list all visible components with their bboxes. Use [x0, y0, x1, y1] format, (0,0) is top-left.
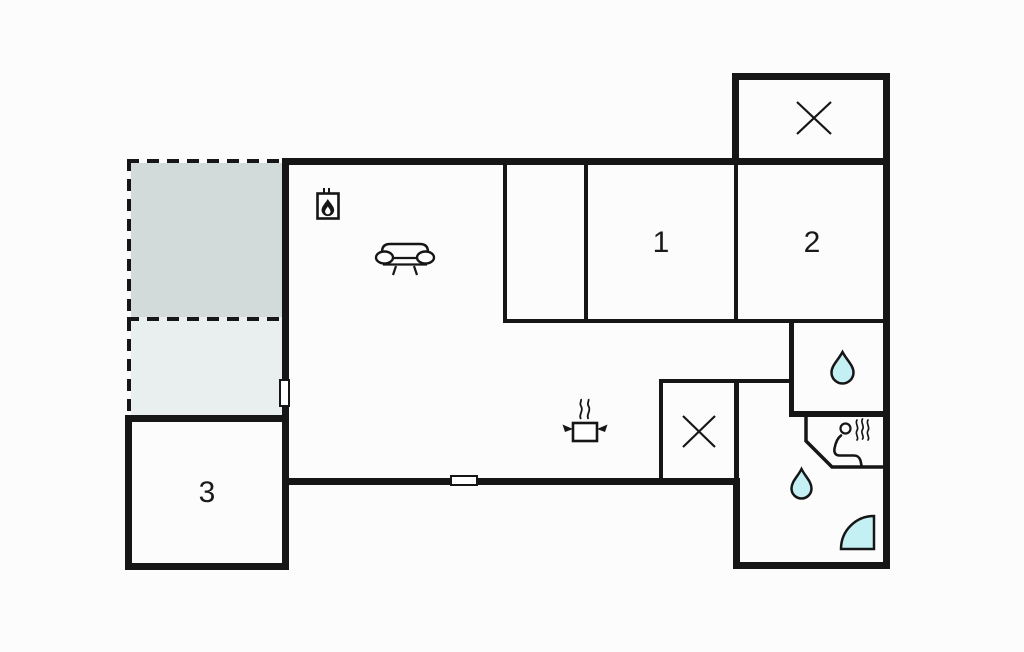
room-2-label: 2: [803, 226, 821, 259]
wall-right: [883, 158, 890, 569]
flue-x-icon: [682, 415, 716, 448]
room-1-label: 1: [652, 226, 670, 259]
chimney-room: [732, 73, 890, 165]
door-marker-left-wall: [279, 379, 290, 407]
wall-bedrooms-bottom: [503, 319, 890, 323]
room-3-label: 3: [198, 476, 216, 509]
terrace-lower-area: [131, 317, 282, 415]
sauna-person-icon: [833, 418, 870, 467]
wall-bathroom-bottom: [733, 562, 890, 569]
terrace-upper-area: [131, 163, 282, 317]
wall-xroom-left: [659, 379, 663, 482]
wall-hall-left: [503, 161, 507, 321]
fireplace-icon: [316, 188, 340, 220]
wall-room1-left: [584, 161, 588, 321]
terrace-dashed-divider: [127, 317, 285, 321]
wall-room1-room2-divider: [734, 161, 738, 321]
terrace-dashed-top: [127, 159, 283, 163]
wall-xroom-right: [734, 379, 739, 480]
wall-bathroom-left: [733, 478, 740, 569]
wall-xroom-top: [659, 379, 793, 383]
door-marker-bottom-wall: [450, 475, 478, 486]
shower-drop-icon: [790, 466, 813, 500]
washbasin-drop-icon: [830, 349, 855, 385]
shower-quarter-circle-icon: [839, 514, 876, 551]
terrace-dashed-left: [127, 159, 131, 417]
wall-sauna-top: [789, 411, 890, 417]
cooking-pot-icon: [562, 398, 608, 443]
wall-bottom-main: [282, 478, 740, 485]
wall-left: [282, 158, 289, 485]
sauna-wall: [804, 417, 888, 469]
room-3-walls: [125, 415, 289, 570]
wall-washroom-left: [789, 321, 794, 417]
sofa-icon: [374, 242, 436, 276]
